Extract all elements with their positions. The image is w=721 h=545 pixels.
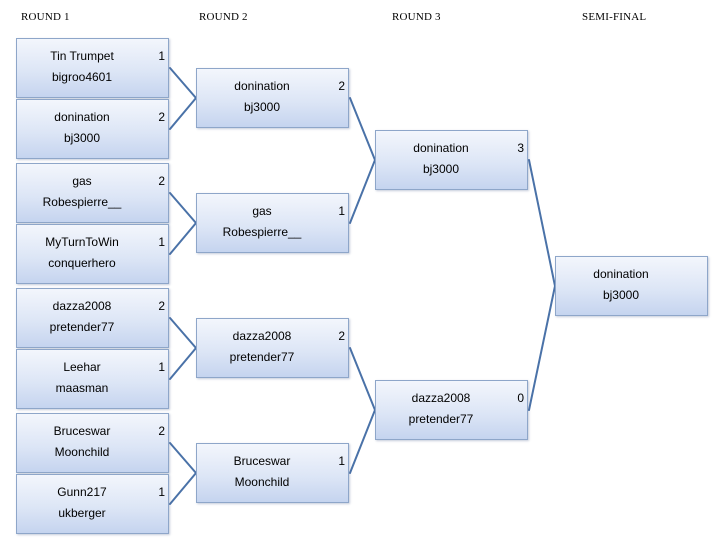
team-name: Moonchild: [234, 475, 290, 489]
round-2-header: ROUND 2: [199, 11, 248, 23]
connector-line: [349, 409, 376, 474]
score: 2: [338, 329, 345, 343]
team-name: bj3000: [422, 162, 460, 176]
player-name: dazza2008: [232, 329, 292, 343]
round1-match-box[interactable]: donination bj3000 2: [16, 99, 169, 159]
round1-match-box[interactable]: gas Robespierre__ 2: [16, 163, 169, 223]
round3-match-box[interactable]: dazza2008 pretender77 0: [375, 380, 528, 440]
round1-match-box[interactable]: dazza2008 pretender77 2: [16, 288, 169, 348]
connector-line: [169, 192, 197, 224]
score: 2: [158, 110, 165, 124]
round-3-header: ROUND 3: [392, 11, 441, 23]
score: 2: [158, 424, 165, 438]
player-name: Leehar: [63, 360, 101, 374]
player-name: dazza2008: [52, 299, 112, 313]
player-name: gas: [252, 204, 272, 218]
score: 1: [338, 454, 345, 468]
score: 1: [158, 235, 165, 249]
player-name: dazza2008: [411, 391, 471, 405]
team-name: pretender77: [229, 350, 295, 364]
round1-match-box[interactable]: Leehar maasman 1: [16, 349, 169, 409]
player-name: donination: [54, 110, 110, 124]
round3-match-box[interactable]: donination bj3000 3: [375, 130, 528, 190]
team-name: Robespierre__: [42, 195, 122, 209]
team-name: maasman: [55, 381, 109, 395]
player-name: donination: [234, 79, 290, 93]
score: 1: [158, 485, 165, 499]
round-1-header: ROUND 1: [21, 11, 70, 23]
player-name: MyTurnToWin: [45, 235, 119, 249]
round1-match-box[interactable]: Gunn217 ukberger 1: [16, 474, 169, 534]
score: 1: [158, 360, 165, 374]
player-name: donination: [413, 141, 469, 155]
score: 2: [338, 79, 345, 93]
player-name: Bruceswar: [53, 424, 111, 438]
connector-line: [169, 472, 197, 505]
connector-line: [169, 442, 197, 474]
player-name: gas: [72, 174, 92, 188]
team-name: ukberger: [58, 506, 106, 520]
team-name: bigroo4601: [51, 70, 113, 84]
score: 2: [158, 299, 165, 313]
player-name: Bruceswar: [233, 454, 291, 468]
connector-line: [528, 159, 556, 287]
round1-match-box[interactable]: MyTurnToWin conquerhero 1: [16, 224, 169, 284]
player-name: donination: [593, 267, 649, 281]
connector-line: [169, 347, 197, 380]
connector-line: [169, 222, 197, 255]
team-name: bj3000: [602, 288, 640, 302]
round2-match-box[interactable]: gas Robespierre__ 1: [196, 193, 349, 253]
semifinal-match-box[interactable]: donination bj3000: [555, 256, 708, 316]
round2-match-box[interactable]: dazza2008 pretender77 2: [196, 318, 349, 378]
connector-line: [169, 67, 197, 99]
score: 2: [158, 174, 165, 188]
team-name: bj3000: [63, 131, 101, 145]
score: 0: [517, 391, 524, 405]
team-name: conquerhero: [48, 256, 116, 270]
connector-line: [528, 285, 556, 411]
semi-final-header: SEMI-FINAL: [582, 11, 647, 23]
connector-line: [349, 347, 376, 411]
team-name: Moonchild: [54, 445, 110, 459]
team-name: pretender77: [408, 412, 474, 426]
score: 1: [158, 49, 165, 63]
round2-match-box[interactable]: Bruceswar Moonchild 1: [196, 443, 349, 503]
score: 1: [338, 204, 345, 218]
team-name: pretender77: [49, 320, 115, 334]
round1-match-box[interactable]: Tin Trumpet bigroo4601 1: [16, 38, 169, 98]
round1-match-box[interactable]: Bruceswar Moonchild 2: [16, 413, 169, 473]
connector-line: [169, 317, 197, 349]
round2-match-box[interactable]: donination bj3000 2: [196, 68, 349, 128]
team-name: Robespierre__: [222, 225, 302, 239]
score: 3: [517, 141, 524, 155]
connector-line: [349, 159, 376, 224]
connector-line: [349, 97, 376, 161]
player-name: Gunn217: [57, 485, 107, 499]
player-name: Tin Trumpet: [50, 49, 114, 63]
team-name: bj3000: [243, 100, 281, 114]
connector-line: [169, 97, 197, 130]
